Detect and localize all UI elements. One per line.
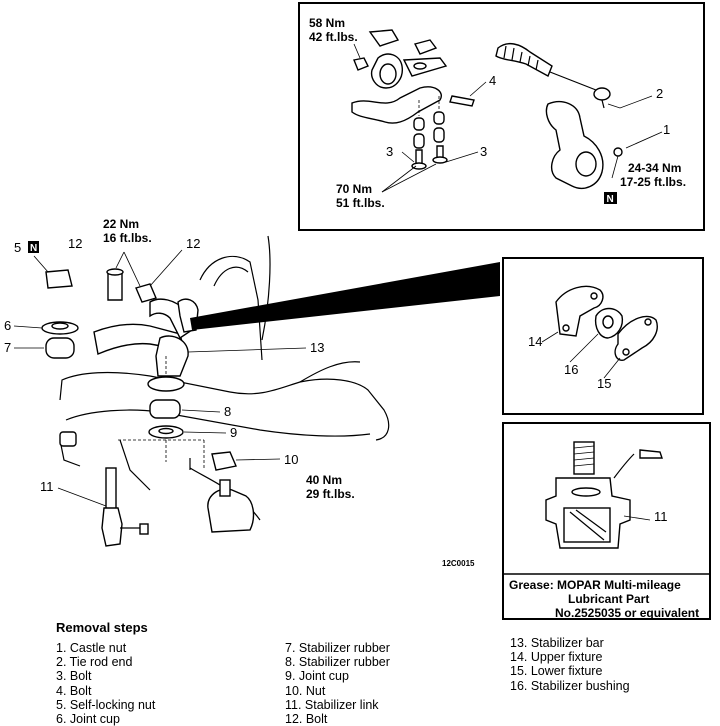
callout-7: 7 bbox=[4, 340, 11, 355]
callout-9: 9 bbox=[230, 425, 237, 440]
callout-8: 8 bbox=[224, 404, 231, 419]
removal-list-col-1: 1. Castle nut 2. Tie rod end 3. Bolt 4. … bbox=[56, 641, 155, 726]
removal-steps-title: Removal steps bbox=[56, 620, 148, 635]
callout-13: 13 bbox=[310, 340, 324, 355]
torque-51ftlbs: 51 ft.lbs. bbox=[336, 196, 385, 210]
torque-40nm: 40 Nm bbox=[306, 473, 342, 487]
callout-12a: 12 bbox=[68, 236, 82, 251]
callout-5: 5 bbox=[14, 240, 21, 255]
callout-15: 15 bbox=[597, 376, 611, 391]
callout-11b: 11 bbox=[654, 509, 668, 524]
callout-3b: 3 bbox=[480, 144, 487, 159]
removal-step: 1. Castle nut bbox=[56, 641, 127, 655]
removal-step: 8. Stabilizer rubber bbox=[285, 655, 390, 670]
torque-42ftlbs: 42 ft.lbs. bbox=[309, 30, 358, 44]
removal-step: 15. Lower fixture bbox=[510, 664, 603, 679]
removal-step: 7. Stabilizer rubber bbox=[285, 641, 390, 655]
callout-1: 1 bbox=[663, 122, 670, 137]
removal-step: 4. Bolt bbox=[56, 683, 92, 698]
removal-step: 14. Upper fixture bbox=[510, 650, 603, 665]
callout-11: 11 bbox=[40, 479, 54, 494]
grease-line-2: Lubricant Part bbox=[568, 592, 649, 606]
callout-12b: 12 bbox=[186, 236, 200, 251]
removal-list-col-3: 13. Stabilizer bar 14. Upper fixture 15.… bbox=[510, 636, 630, 693]
callout-3a: 3 bbox=[386, 144, 393, 159]
removal-step: 13. Stabilizer bar bbox=[510, 636, 604, 650]
torque-58nm: 58 Nm bbox=[309, 16, 345, 30]
removal-list-col-2: 7. Stabilizer rubber 8. Stabilizer rubbe… bbox=[285, 641, 390, 726]
torque-17-25ftlbs: 17-25 ft.lbs. bbox=[620, 175, 686, 189]
removal-step: 6. Joint cup bbox=[56, 712, 120, 726]
removal-step: 3. Bolt bbox=[56, 669, 92, 684]
callout-16: 16 bbox=[564, 362, 578, 377]
removal-step: 9. Joint cup bbox=[285, 669, 349, 684]
callout-4: 4 bbox=[489, 73, 496, 88]
removal-step: 11. Stabilizer link bbox=[285, 697, 379, 712]
new-part-mark-1: N bbox=[607, 194, 614, 205]
removal-step: 12. Bolt bbox=[285, 712, 328, 726]
grease-line-3: No.2525035 or equivalent bbox=[555, 606, 699, 620]
grease-detail-panel bbox=[502, 422, 711, 620]
removal-step: 5. Self-locking nut bbox=[56, 697, 156, 712]
torque-29ftlbs: 29 ft.lbs. bbox=[306, 487, 355, 501]
removal-step: 16. Stabilizer bushing bbox=[510, 678, 630, 693]
main-assembly bbox=[13, 235, 500, 547]
callout-14: 14 bbox=[528, 334, 542, 349]
torque-16ftlbs: 16 ft.lbs. bbox=[103, 231, 152, 245]
fixture-detail-panel bbox=[502, 257, 704, 415]
torque-70nm: 70 Nm bbox=[336, 182, 372, 196]
removal-step: 2. Tie rod end bbox=[56, 655, 133, 670]
figure-code: 12C0015 bbox=[442, 559, 475, 568]
new-part-mark-5: N bbox=[30, 243, 37, 254]
top-inset-panel: N bbox=[298, 2, 705, 231]
removal-step: 10. Nut bbox=[285, 683, 326, 698]
torque-24-34nm: 24-34 Nm bbox=[628, 161, 681, 175]
callout-10: 10 bbox=[284, 452, 298, 467]
callout-2: 2 bbox=[656, 86, 663, 101]
torque-22nm: 22 Nm bbox=[103, 217, 139, 231]
callout-6: 6 bbox=[4, 318, 11, 333]
grease-line-1: Grease: MOPAR Multi-mileage bbox=[509, 578, 681, 592]
